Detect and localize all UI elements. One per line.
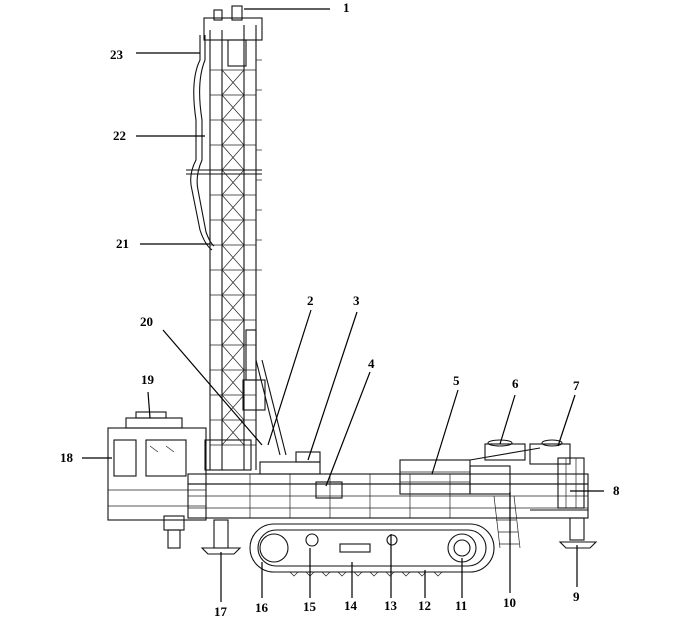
callout-8: 8	[613, 483, 620, 498]
callout-3: 3	[353, 293, 360, 308]
callout-16: 16	[255, 600, 269, 615]
callout-1: 1	[343, 0, 350, 15]
callout-14: 14	[344, 598, 358, 613]
callout-4: 4	[368, 356, 375, 371]
callout-20: 20	[140, 314, 153, 329]
callout-21: 21	[116, 236, 129, 251]
callout-19: 19	[141, 372, 155, 387]
callout-11: 11	[455, 598, 467, 613]
callout-9: 9	[573, 589, 580, 604]
callout-18: 18	[60, 450, 74, 465]
crawler-track	[249, 523, 495, 577]
callout-15: 15	[303, 599, 317, 614]
callout-6: 6	[512, 376, 519, 391]
deck	[187, 439, 598, 555]
callout-13: 13	[384, 598, 398, 613]
callout-labels: 1 2 3 4 5 6 7 8 9 10 11 12 13 14 15 16 1…	[60, 0, 620, 619]
callout-2: 2	[307, 293, 314, 308]
callout-23: 23	[110, 47, 124, 62]
callout-12: 12	[418, 598, 431, 613]
callout-7: 7	[573, 378, 580, 393]
callout-10: 10	[503, 595, 516, 610]
callout-17: 17	[214, 604, 228, 619]
callout-22: 22	[113, 128, 126, 143]
callout-5: 5	[453, 373, 460, 388]
leader-lines	[82, 8, 604, 602]
mast	[186, 5, 287, 471]
operator-cab	[107, 411, 207, 549]
